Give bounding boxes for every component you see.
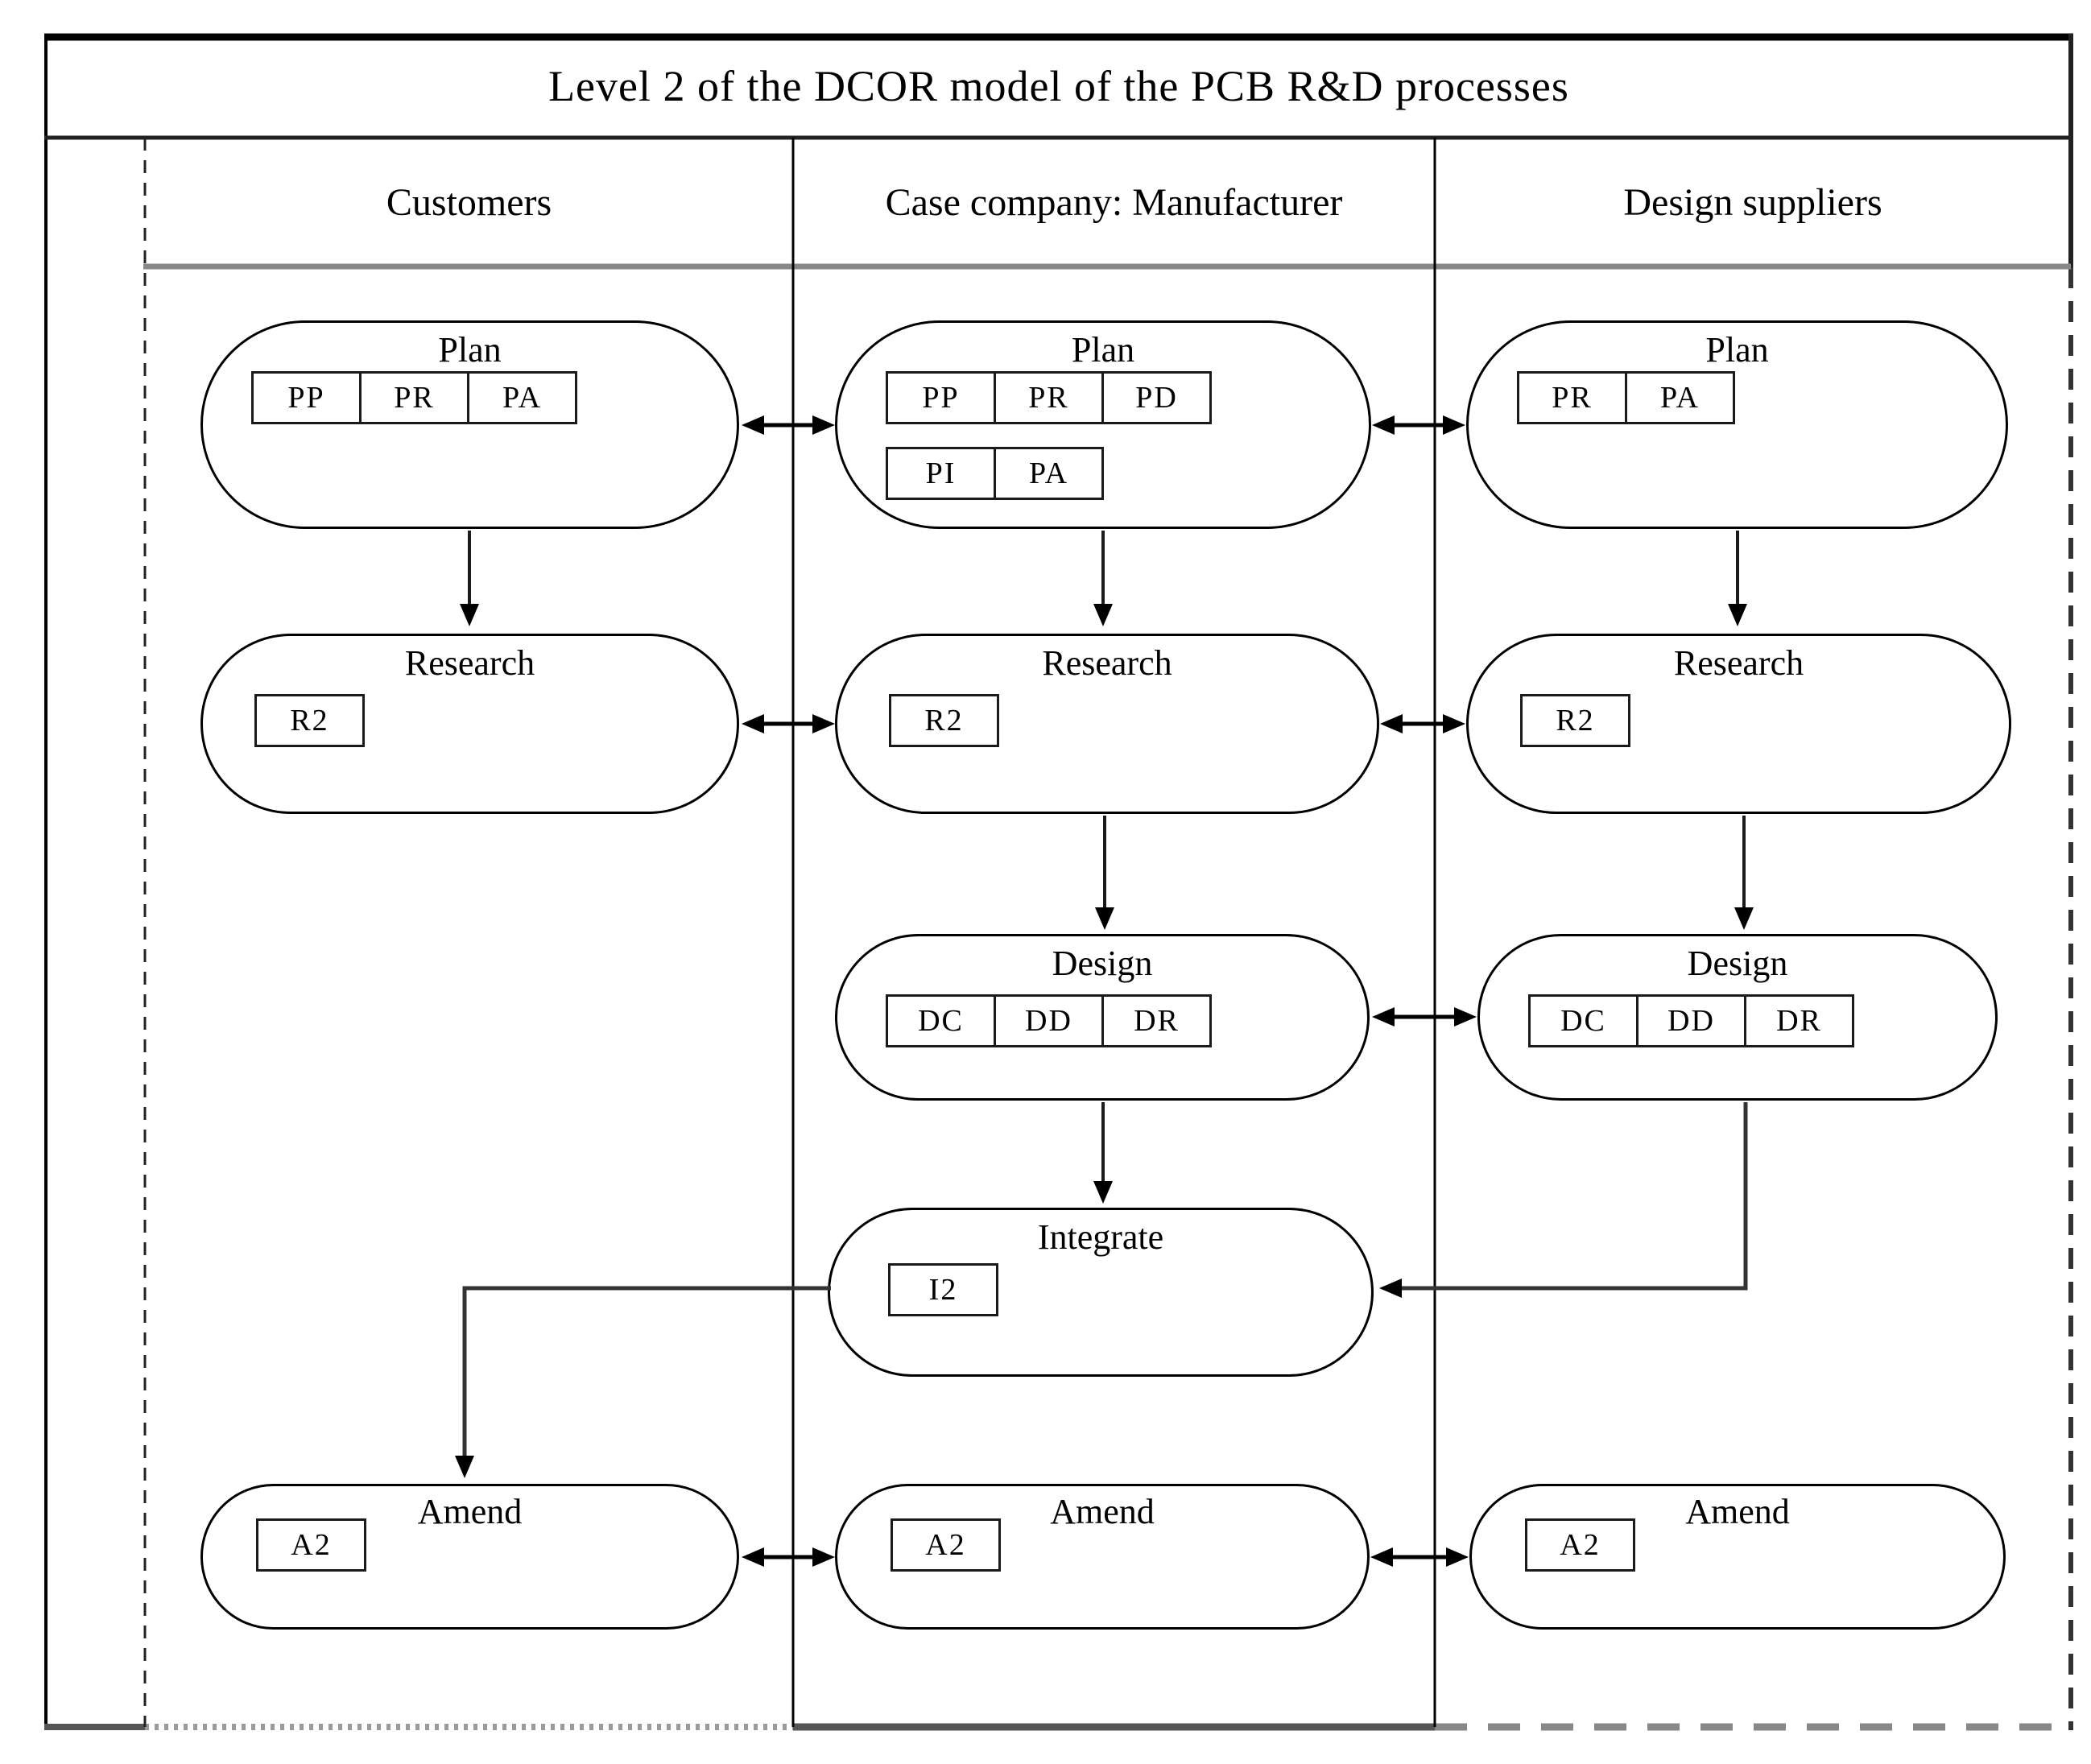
code-box-dd: DD xyxy=(1636,994,1746,1047)
code-box-pd: PD xyxy=(1101,371,1212,424)
code-row: DC DD DR xyxy=(886,994,1212,1047)
node-customers-plan: Plan PP PR PA xyxy=(200,320,739,529)
code-box-dd: DD xyxy=(994,994,1104,1047)
code-row: A2 xyxy=(891,1518,1001,1572)
code-box-r2: R2 xyxy=(254,694,365,747)
column-header-case-company: Case company: Manufacturer xyxy=(885,181,1343,224)
node-title: Research xyxy=(404,643,535,683)
code-box-dc: DC xyxy=(886,994,996,1047)
code-box-pr: PR xyxy=(359,371,469,424)
node-title: Design xyxy=(1687,944,1788,983)
node-case-design: Design DC DD DR xyxy=(835,934,1370,1101)
node-customers-amend: Amend A2 xyxy=(200,1484,739,1630)
code-box-pi: PI xyxy=(886,447,996,500)
code-box-dr: DR xyxy=(1101,994,1212,1047)
code-box-a2: A2 xyxy=(256,1518,366,1572)
code-box-pa: PA xyxy=(994,447,1104,500)
code-box-r2: R2 xyxy=(889,694,999,747)
code-row: R2 xyxy=(254,694,365,747)
code-row: R2 xyxy=(1520,694,1630,747)
code-box-a2: A2 xyxy=(891,1518,1001,1572)
code-row: A2 xyxy=(256,1518,366,1572)
code-box-pp: PP xyxy=(886,371,996,424)
code-row: DC DD DR xyxy=(1528,994,1854,1047)
node-title: Amend xyxy=(417,1492,523,1531)
code-box-i2: I2 xyxy=(888,1263,998,1316)
node-case-amend: Amend A2 xyxy=(835,1484,1370,1630)
code-box-r2: R2 xyxy=(1520,694,1630,747)
column-header-customers: Customers xyxy=(386,181,552,224)
code-box-pp: PP xyxy=(251,371,362,424)
node-title: Integrate xyxy=(1037,1217,1164,1257)
node-case-integrate: Integrate I2 xyxy=(828,1208,1374,1377)
code-row: PR PA xyxy=(1517,371,1735,424)
node-title: Plan xyxy=(438,330,502,370)
node-suppliers-research: Research R2 xyxy=(1466,634,2011,814)
code-box-pr: PR xyxy=(1517,371,1627,424)
code-row: A2 xyxy=(1525,1518,1635,1572)
node-title: Design xyxy=(1052,944,1153,983)
code-box-dr: DR xyxy=(1744,994,1854,1047)
column-header-design-suppliers: Design suppliers xyxy=(1623,181,1882,224)
node-customers-research: Research R2 xyxy=(200,634,739,814)
code-row: PP PR PD xyxy=(886,371,1212,424)
diagram-title: Level 2 of the DCOR model of the PCB R&D… xyxy=(548,61,1569,110)
code-box-pr: PR xyxy=(994,371,1104,424)
code-box-a2: A2 xyxy=(1525,1518,1635,1572)
node-suppliers-amend: Amend A2 xyxy=(1469,1484,2006,1630)
code-row: I2 xyxy=(888,1263,998,1316)
arrow-integrate-to-customers-amend xyxy=(455,1286,831,1478)
node-title: Research xyxy=(1673,643,1804,683)
node-case-research: Research R2 xyxy=(835,634,1379,814)
node-title: Amend xyxy=(1685,1492,1790,1531)
node-title: Amend xyxy=(1050,1492,1155,1531)
code-row: PP PR PA xyxy=(251,371,577,424)
node-suppliers-plan: Plan PR PA xyxy=(1466,320,2008,529)
code-row: PI PA xyxy=(886,447,1104,500)
code-box-pa: PA xyxy=(467,371,577,424)
node-suppliers-design: Design DC DD DR xyxy=(1477,934,1998,1101)
node-title: Plan xyxy=(1705,330,1769,370)
arrow-suppliers-design-to-integrate xyxy=(1379,1102,1748,1298)
node-title: Plan xyxy=(1071,330,1135,370)
node-case-plan: Plan PP PR PD PI PA xyxy=(835,320,1371,529)
code-box-dc: DC xyxy=(1528,994,1639,1047)
code-box-pa: PA xyxy=(1625,371,1735,424)
code-row: R2 xyxy=(889,694,999,747)
node-title: Research xyxy=(1042,643,1172,683)
